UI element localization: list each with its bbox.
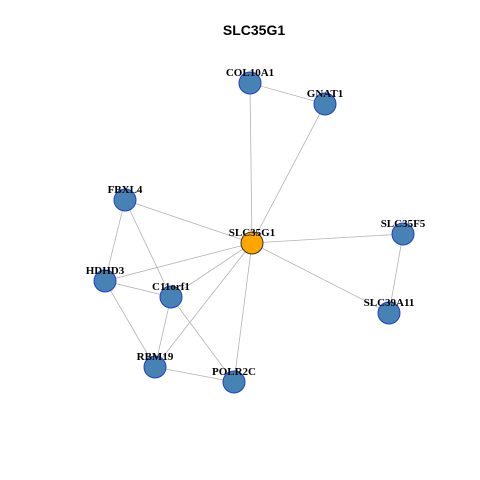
node-slc35g1[interactable]	[240, 231, 264, 255]
node-polr2c[interactable]	[222, 370, 246, 394]
node-col10a1[interactable]	[238, 71, 262, 95]
edge-slc35g1-fbxl4	[124, 199, 253, 244]
node-label-gnat1: GNAT1	[307, 88, 343, 100]
node-gnat1[interactable]	[313, 92, 337, 116]
node-label-fbxl4: FBXL4	[108, 184, 143, 196]
node-fbxl4[interactable]	[113, 188, 137, 212]
node-slc39a11[interactable]	[377, 301, 401, 325]
node-label-slc35f5: SLC35F5	[381, 218, 426, 230]
node-hdhd3[interactable]	[93, 269, 117, 293]
edge-slc35g1-polr2c	[233, 242, 253, 383]
edge-c11orf1-polr2c	[170, 296, 235, 383]
node-label-rbm19: RBM19	[137, 351, 174, 363]
node-c11orf1[interactable]	[159, 285, 183, 309]
node-slc35f5[interactable]	[391, 222, 415, 246]
edge-slc35g1-hdhd3	[104, 242, 253, 282]
edge-slc35g1-c11orf1	[170, 242, 253, 298]
edge-slc35g1-slc35f5	[251, 233, 404, 244]
edge-rbm19-polr2c	[154, 366, 235, 383]
node-label-col10a1: COL10A1	[226, 67, 274, 79]
edge-fbxl4-hdhd3	[104, 199, 126, 282]
node-label-slc35g1: SLC35G1	[229, 227, 275, 239]
node-rbm19[interactable]	[143, 355, 167, 379]
graph-title: SLC35G1	[223, 22, 285, 38]
node-label-slc39a11: SLC39A11	[364, 297, 415, 309]
node-label-hdhd3: HDHD3	[86, 265, 125, 277]
node-label-c11orf1: C11orf1	[152, 281, 190, 293]
edge-slc35g1-slc39a11	[251, 242, 390, 314]
edge-hdhd3-rbm19	[104, 280, 156, 368]
node-label-polr2c: POLR2C	[212, 366, 256, 378]
edge-slc35f5-slc39a11	[388, 233, 404, 314]
edge-c11orf1-rbm19	[154, 296, 172, 368]
edge-fbxl4-c11orf1	[124, 199, 172, 298]
edge-col10a1-gnat1	[249, 82, 326, 105]
nodes-layer	[93, 71, 415, 394]
edge-slc35g1-gnat1	[251, 103, 326, 244]
edge-slc35g1-rbm19	[154, 242, 253, 368]
edge-slc35g1-col10a1	[249, 82, 253, 244]
labels-layer: SLC35G1 COL10A1GNAT1FBXL4SLC35F5HDHD3C11o…	[86, 67, 426, 378]
